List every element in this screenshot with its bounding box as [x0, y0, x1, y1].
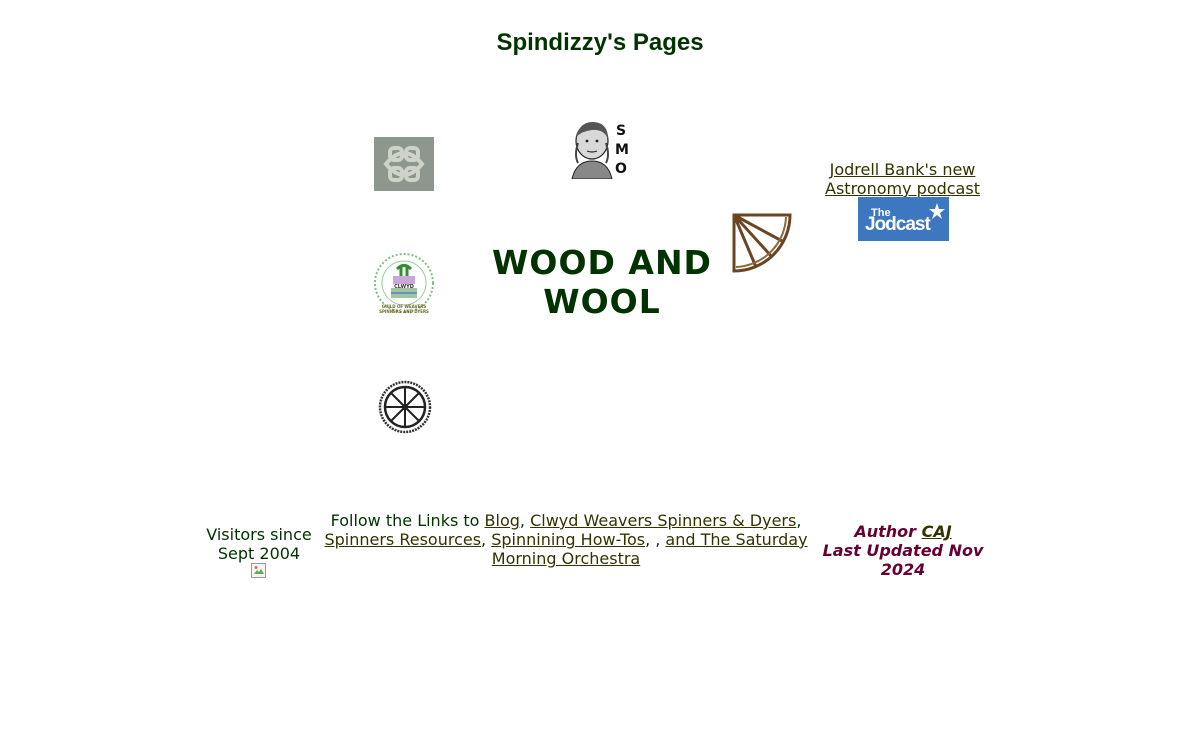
links-intro: Follow the Links to	[330, 511, 485, 530]
guild-seal-name: CLWYD	[394, 284, 414, 290]
quarter-wheel-image[interactable]	[732, 213, 792, 273]
blog-link[interactable]: Blog	[484, 511, 520, 530]
smo-letter-m: M	[615, 142, 629, 158]
star-icon	[929, 203, 945, 219]
clwyd-weavers-link[interactable]: Clwyd Weavers Spinners & Dyers	[530, 511, 797, 530]
broken-image-icon	[251, 563, 267, 579]
links-separator: ,	[796, 511, 802, 530]
jodcast-the: The	[871, 207, 891, 219]
author-link[interactable]: CAJ	[921, 522, 952, 541]
smo-letter-o: O	[615, 161, 627, 177]
jodrell-podcast-link[interactable]: Jodrell Bank's new Astronomy podcast	[825, 160, 980, 198]
visitors-line1: Visitors since	[206, 525, 312, 544]
spinning-wheel-image[interactable]	[376, 379, 434, 435]
links-separator: , ,	[645, 530, 666, 549]
author-prefix: Author	[854, 522, 922, 541]
guild-seal-image[interactable]: CLWYD GUILD OF WEAVERS SPINNERS AND DYER…	[373, 252, 435, 314]
links-separator: ,	[519, 511, 531, 530]
saturday-orchestra-link[interactable]: and The Saturday Morning Orchestra	[491, 530, 808, 568]
spinners-resources-link[interactable]: Spinners Resources	[324, 530, 482, 549]
jodrell-podcast-block: Jodrell Bank's new Astronomy podcast	[815, 160, 990, 198]
page-title: Spindizzy's Pages	[496, 29, 704, 56]
links-separator: ,	[481, 530, 492, 549]
spinning-howtos-link[interactable]: Spinnining How-Tos	[491, 530, 646, 549]
author-block: Author CAJ Last Updated Nov 2024	[820, 522, 986, 579]
visitors-line2: Sept 2004	[217, 544, 301, 563]
jodcast-name: Jodcast	[865, 214, 931, 235]
visitors-counter: Visitors since Sept 2004	[200, 525, 318, 582]
main-heading-line2: WOOL	[543, 282, 661, 321]
jodrell-link-line2: Astronomy podcast	[825, 179, 980, 198]
main-heading-line1: WOOD AND	[492, 243, 712, 282]
links-paragraph: Follow the Links to Blog, Clwyd Weavers …	[318, 511, 814, 568]
last-updated-text: Last Updated Nov 2024	[822, 541, 984, 579]
main-heading: WOOD AND WOOL	[480, 243, 724, 321]
jodcast-logo[interactable]: The Jodcast	[858, 197, 949, 241]
beethoven-smo-image[interactable]: S M O	[570, 119, 632, 180]
celtic-knot-image[interactable]	[374, 137, 434, 191]
guild-seal-text: GUILD OF WEAVERS SPINNERS AND DYERS	[379, 304, 429, 314]
jodrell-link-line1: Jodrell Bank's new	[829, 160, 976, 179]
smo-letter-s: S	[616, 123, 627, 139]
